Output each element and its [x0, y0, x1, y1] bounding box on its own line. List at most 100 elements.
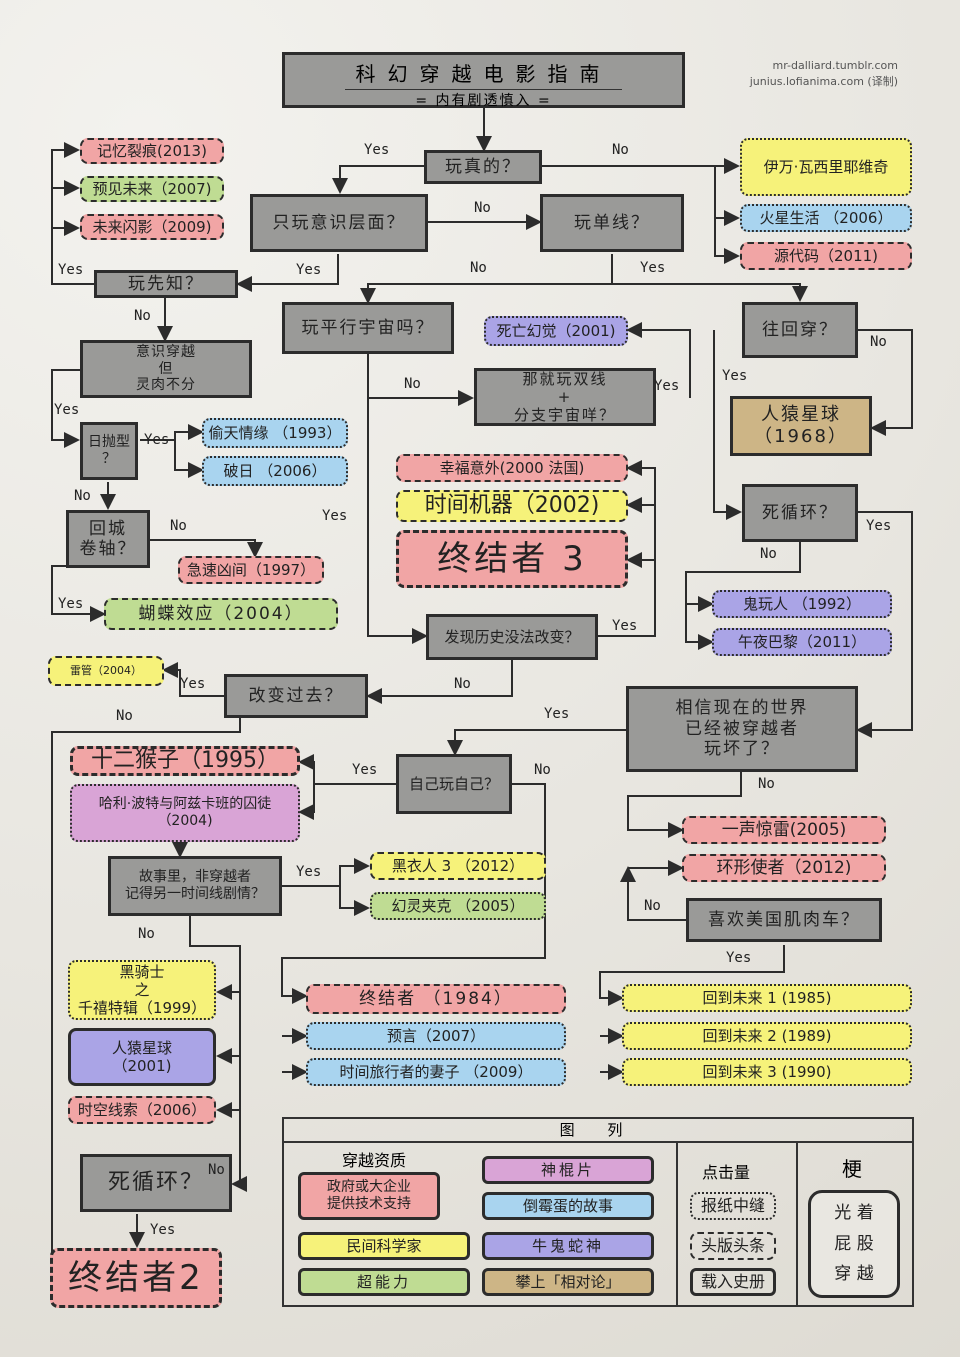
label-yes: Yes	[612, 618, 638, 634]
movie-planet-apes-1968: 人猿星球 （1968）	[730, 396, 872, 456]
movie-midnight-paris: 午夜巴黎（2011）	[712, 628, 892, 656]
movie-terminator-2: 终结者2	[50, 1248, 222, 1308]
movie-harry-potter: 哈利·波特与阿兹卡班的囚徒 （2004)	[70, 784, 300, 842]
label-yes: Yes	[544, 706, 570, 722]
label-yes: Yes	[180, 676, 206, 692]
q-single-line: 玩单线？	[540, 194, 684, 252]
label-no: No	[474, 200, 491, 216]
label-yes: Yes	[726, 950, 752, 966]
title-sub: = 内有剧透慎入 =	[345, 89, 622, 110]
movie-time-machine: 时间机器（2002)	[396, 490, 628, 522]
movie-kate-leopold: 幸福意外(2000 法国)	[396, 454, 628, 482]
label-no: No	[470, 260, 487, 276]
movie-next: 预见未来（2007)	[80, 176, 224, 202]
movie-sound-thunder: 一声惊雷(2005)	[682, 816, 886, 844]
movie-groundhog: 偷天情缘 （1993）	[202, 418, 348, 448]
label-no: No	[644, 898, 661, 914]
legend-amateur: 民间科学家	[298, 1232, 470, 1260]
movie-looper-small: 雷管（2004）	[48, 656, 164, 686]
movie-bttf-2: 回到未来 2 (1989)	[622, 1022, 912, 1050]
movie-time-travelers-wife: 时间旅行者的妻子 （2009）	[306, 1058, 566, 1086]
label-no: No	[760, 546, 777, 562]
label-no: No	[116, 708, 133, 724]
label-yes: Yes	[364, 142, 390, 158]
movie-retroactive: 急速凶间（1997）	[178, 556, 324, 584]
q-real: 玩真的？	[424, 150, 542, 184]
label-no: No	[758, 776, 775, 792]
q-self-play: 自己玩自己？	[396, 754, 512, 814]
label-yes: Yes	[654, 378, 680, 394]
movie-black-knight: 黑骑士 之 千禧特辑（1999）	[68, 960, 216, 1020]
legend-power: 超能力	[298, 1268, 470, 1296]
legend-relativity: 攀上「相对论」	[482, 1268, 654, 1296]
label-no: No	[138, 926, 155, 942]
movie-donnie-darko: 死亡幻觉（2001)	[484, 316, 628, 346]
legend-gov: 政府或大企业 提供技术支持	[298, 1172, 440, 1220]
label-no: No	[454, 676, 471, 692]
label-no: No	[134, 308, 151, 324]
movie-life-on-mars: 火星生活 （2006）	[740, 204, 912, 232]
q-history: 发现历史没法改变？	[426, 614, 598, 660]
movie-deja-vu-a: 破日 （2006）	[202, 456, 348, 486]
q-mind-not-body: 意识穿越 但 灵肉不分	[80, 340, 252, 398]
legend-meme: 光 着 屁 股 穿 越	[808, 1190, 900, 1298]
label-yes: Yes	[296, 864, 322, 880]
legend-ghost: 牛鬼蛇神	[482, 1232, 654, 1260]
credit: mr-dalliard.tumblr.com junius.lofianima.…	[750, 58, 898, 90]
q-parallel: 玩平行宇宙吗？	[282, 302, 454, 354]
legend-bad-luck: 倒霉蛋的故事	[482, 1192, 654, 1220]
q-calendar: 日抛型 ？	[80, 422, 138, 480]
legend-pop-high: 载入史册	[690, 1268, 776, 1296]
legend-divider	[796, 1141, 798, 1307]
label-no: No	[208, 1162, 225, 1178]
label-yes: Yes	[352, 762, 378, 778]
legend-pop-mid: 头版头条	[690, 1232, 776, 1260]
legend-popularity-title: 点击量	[702, 1163, 751, 1182]
q-change-past: 改变过去？	[224, 674, 368, 718]
movie-terminator-3: 终结者 3	[396, 530, 628, 588]
label-yes: Yes	[58, 262, 84, 278]
legend-pop-low: 报纸中缝	[690, 1192, 776, 1220]
movie-planet-apes-2001: 人猿星球 （2001)	[68, 1028, 216, 1086]
title-main: 科幻穿越电影指南	[355, 62, 612, 86]
movie-source-code: 源代码（2011)	[740, 242, 912, 270]
legend-meme-title: 梗	[842, 1157, 862, 1181]
label-no: No	[74, 488, 91, 504]
legend: 图 列 穿越资质 点击量 梗	[282, 1117, 914, 1307]
movie-bttf-3: 回到未来 3 (1990)	[622, 1058, 912, 1086]
q-loop-1: 死循环？	[742, 484, 858, 542]
q-broken-world: 相信现在的世界 已经被穿越者 玩坏了？	[626, 686, 858, 772]
movie-looper: 环形使者（2012)	[682, 854, 886, 882]
label-yes: Yes	[150, 1222, 176, 1238]
movie-predestination: 预言（2007）	[306, 1022, 566, 1050]
movie-timecop: 鬼玩人 （1992）	[712, 590, 892, 618]
label-yes: Yes	[58, 596, 84, 612]
label-yes: Yes	[322, 508, 348, 524]
movie-bttf-1: 回到未来 1 (1985)	[622, 984, 912, 1012]
label-yes: Yes	[54, 402, 80, 418]
chart-title: 科幻穿越电影指南 = 内有剧透慎入 =	[282, 52, 685, 110]
legend-divider	[676, 1141, 678, 1307]
label-yes: Yes	[722, 368, 748, 384]
label-no: No	[534, 762, 551, 778]
q-muscle-car: 喜欢美国肌肉车？	[686, 898, 882, 942]
q-consciousness-only: 只玩意识层面？	[250, 194, 428, 252]
movie-jacket: 幻灵夹克 （2005）	[370, 892, 546, 920]
movie-vasilievich: 伊万·瓦西里耶维奇	[740, 138, 912, 196]
legend-source-title: 穿越资质	[342, 1151, 407, 1170]
movie-twelve-monkeys: 十二猴子（1995）	[70, 746, 300, 776]
q-go-back: 往回穿？	[742, 302, 858, 358]
label-yes: Yes	[640, 260, 666, 276]
label-no: No	[170, 518, 187, 534]
legend-magic: 神棍片	[482, 1156, 654, 1184]
movie-terminator-1984: 终结者 （1984）	[306, 984, 566, 1014]
legend-heading: 图 列	[284, 1119, 912, 1143]
credit-line1: mr-dalliard.tumblr.com	[772, 59, 899, 72]
movie-deja-vu-b: 时空线索（2006）	[68, 1096, 216, 1124]
credit-line2: junius.lofianima.com (译制)	[749, 75, 898, 88]
q-remember: 故事里，非穿越者 记得另一时间线剧情？	[108, 856, 282, 916]
movie-butterfly-effect: 蝴蝶效应（2004）	[104, 598, 338, 630]
q-loop-2: 死循环？	[80, 1154, 232, 1212]
label-no: No	[612, 142, 629, 158]
